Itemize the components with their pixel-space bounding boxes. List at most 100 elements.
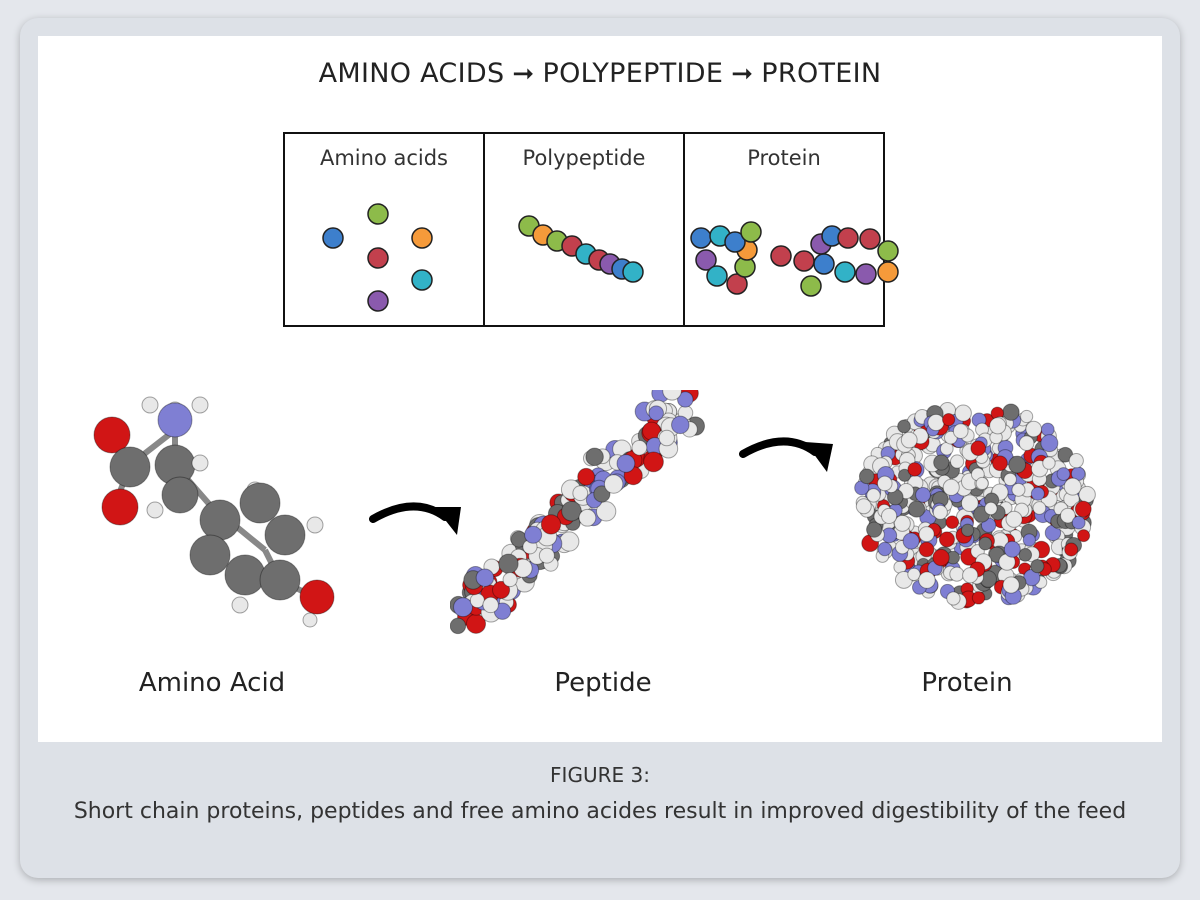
bead	[855, 263, 877, 285]
peptide-molecule-image	[450, 390, 706, 635]
atom	[1078, 485, 1096, 504]
title-part-polypeptide: POLYPEPTIDE	[542, 58, 724, 89]
atom	[897, 419, 911, 434]
figure-image	[38, 36, 1162, 742]
atom	[855, 498, 872, 515]
atom	[933, 454, 950, 471]
atom	[453, 597, 474, 618]
atom	[1008, 455, 1027, 474]
atom	[952, 423, 969, 439]
bead	[770, 245, 792, 267]
bead	[740, 221, 762, 243]
label-protein: Protein	[921, 668, 1013, 698]
label-amino-acid: Amino Acid	[138, 668, 286, 698]
atom	[559, 531, 580, 552]
atom	[893, 514, 911, 532]
atom	[643, 451, 664, 473]
atom	[908, 500, 926, 518]
panel-protein: Protein	[683, 134, 899, 325]
atom	[1022, 533, 1036, 547]
atom	[1020, 409, 1034, 424]
atom	[538, 547, 555, 564]
atom	[299, 579, 335, 615]
bead	[695, 249, 717, 271]
atom	[1064, 542, 1079, 557]
atom	[1003, 472, 1017, 487]
atom	[498, 553, 519, 574]
atom	[970, 440, 987, 457]
protein-beads	[690, 221, 899, 297]
atom	[918, 526, 935, 543]
atom	[1030, 559, 1045, 574]
bead	[834, 261, 856, 283]
bead	[877, 240, 899, 262]
atom	[938, 531, 955, 548]
atom	[1059, 507, 1076, 524]
atom	[932, 548, 950, 567]
right-arrow-icon: ➞	[731, 58, 754, 89]
atom	[949, 566, 965, 582]
atom	[259, 559, 301, 601]
atom	[191, 396, 209, 414]
bead	[724, 231, 746, 253]
diagram-title: AMINO ACIDS ➞ POLYPEPTIDE ➞ PROTEIN	[0, 58, 1200, 89]
atom	[866, 488, 881, 503]
atom	[199, 499, 241, 541]
atom	[561, 500, 582, 522]
figure-caption-heading: FIGURE 3:	[550, 763, 650, 787]
bead	[706, 265, 728, 287]
atom	[662, 390, 682, 401]
atom	[1018, 435, 1035, 452]
atom	[1005, 510, 1023, 528]
atom	[927, 413, 945, 432]
atom	[992, 455, 1008, 472]
atom	[949, 454, 965, 469]
atom	[942, 412, 956, 427]
atom	[1042, 456, 1056, 470]
atom	[954, 404, 972, 422]
atom	[1011, 482, 1026, 497]
right-arrow-icon: ➞	[512, 58, 535, 89]
bead	[837, 227, 859, 249]
panel-amino-acids: Amino acids	[285, 134, 483, 325]
atom	[942, 478, 960, 496]
amino-acid-beads	[322, 203, 433, 312]
panel-title-polypeptide: Polypeptide	[522, 146, 646, 170]
atom	[469, 592, 485, 609]
label-peptide: Peptide	[554, 668, 652, 698]
atom	[306, 516, 324, 534]
atom	[648, 405, 664, 421]
atom	[1025, 420, 1043, 438]
atom	[577, 467, 596, 486]
atom	[961, 523, 975, 537]
bead	[859, 228, 881, 250]
amino-acid-molecule-image	[93, 396, 335, 628]
bead	[813, 253, 835, 275]
polypeptide-beads	[518, 215, 644, 283]
atom	[858, 468, 875, 485]
atom	[978, 536, 993, 551]
atom	[572, 485, 589, 502]
atom	[616, 454, 636, 473]
atom	[603, 474, 624, 494]
atom	[984, 501, 998, 516]
atom	[482, 596, 499, 614]
atom	[593, 485, 611, 503]
atom	[1003, 540, 1021, 558]
atom	[141, 396, 159, 414]
atom	[946, 591, 961, 606]
atom	[161, 476, 199, 514]
atom	[866, 521, 883, 538]
atom	[264, 514, 306, 556]
bead	[411, 227, 433, 249]
atom	[302, 612, 318, 628]
atom	[239, 482, 281, 524]
atom	[492, 580, 511, 600]
atom	[932, 504, 948, 520]
atom	[915, 486, 931, 503]
atom	[157, 402, 193, 438]
panel-title-protein: Protein	[747, 146, 821, 170]
atom	[907, 567, 921, 582]
atom	[631, 439, 648, 456]
bead	[622, 261, 644, 283]
